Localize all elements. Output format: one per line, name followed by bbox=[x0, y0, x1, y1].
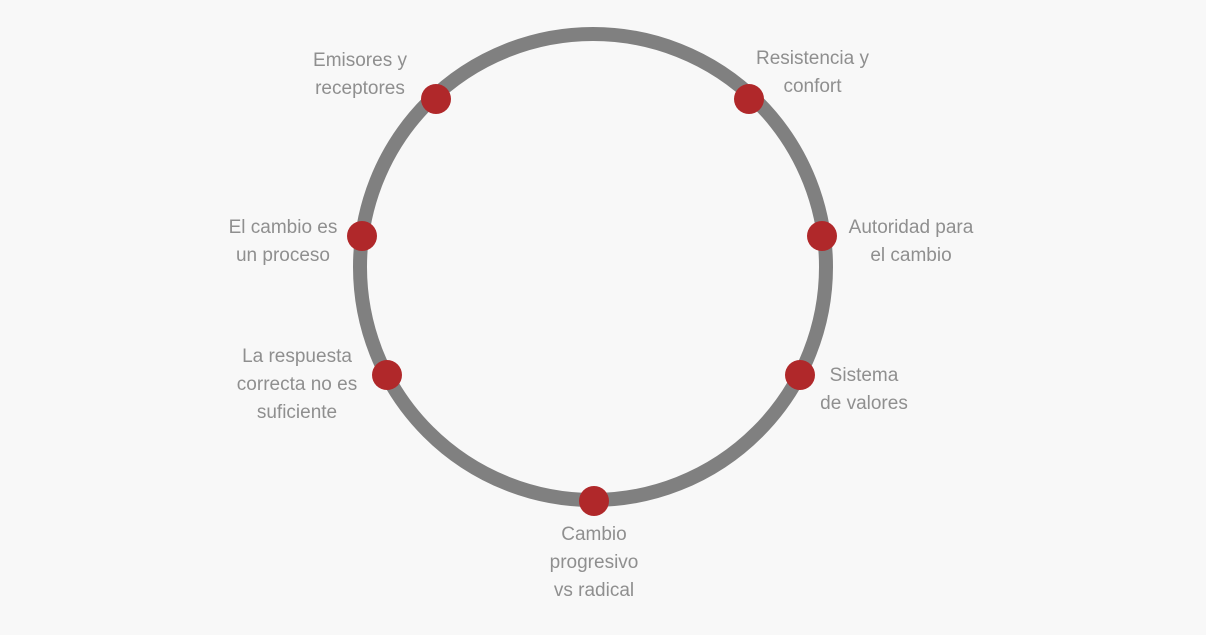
node-dot-cambio-progresivo bbox=[579, 486, 609, 516]
node-dot-respuesta bbox=[372, 360, 402, 390]
label-line: el cambio bbox=[870, 245, 952, 266]
label-line: progresivo bbox=[549, 552, 639, 573]
node-dot-sistema bbox=[785, 360, 815, 390]
label-line: La respuesta bbox=[242, 346, 352, 367]
label-line: suficiente bbox=[256, 402, 338, 423]
label-line: El cambio es bbox=[228, 217, 338, 238]
node-dot-resistencia bbox=[734, 84, 764, 114]
label-line: receptores bbox=[315, 78, 405, 99]
node-label-sistema: Sistema de valores bbox=[810, 362, 918, 418]
node-label-respuesta: La respuesta correcta no es suficiente bbox=[224, 343, 370, 427]
node-label-resistencia: Resistencia y confort bbox=[745, 45, 880, 101]
node-dot-autoridad bbox=[807, 221, 837, 251]
label-line: Sistema bbox=[829, 365, 899, 386]
label-line: correcta no es bbox=[236, 374, 358, 395]
label-line: un proceso bbox=[235, 245, 330, 266]
node-label-emisores: Emisores y receptores bbox=[300, 47, 420, 103]
label-line: confort bbox=[783, 76, 842, 97]
label-line: Emisores y bbox=[313, 50, 407, 71]
label-line: Autoridad para bbox=[848, 217, 974, 238]
node-dot-emisores bbox=[421, 84, 451, 114]
label-line: Cambio bbox=[561, 524, 627, 545]
node-dot-proceso bbox=[347, 221, 377, 251]
label-line: vs radical bbox=[553, 580, 635, 601]
label-line: de valores bbox=[820, 393, 908, 414]
node-label-autoridad: Autoridad para el cambio bbox=[837, 214, 985, 270]
node-label-cambio-progresivo: Cambio progresivo vs radical bbox=[534, 521, 654, 605]
label-line: Resistencia y bbox=[756, 48, 869, 69]
node-label-proceso: El cambio es un proceso bbox=[220, 214, 346, 270]
